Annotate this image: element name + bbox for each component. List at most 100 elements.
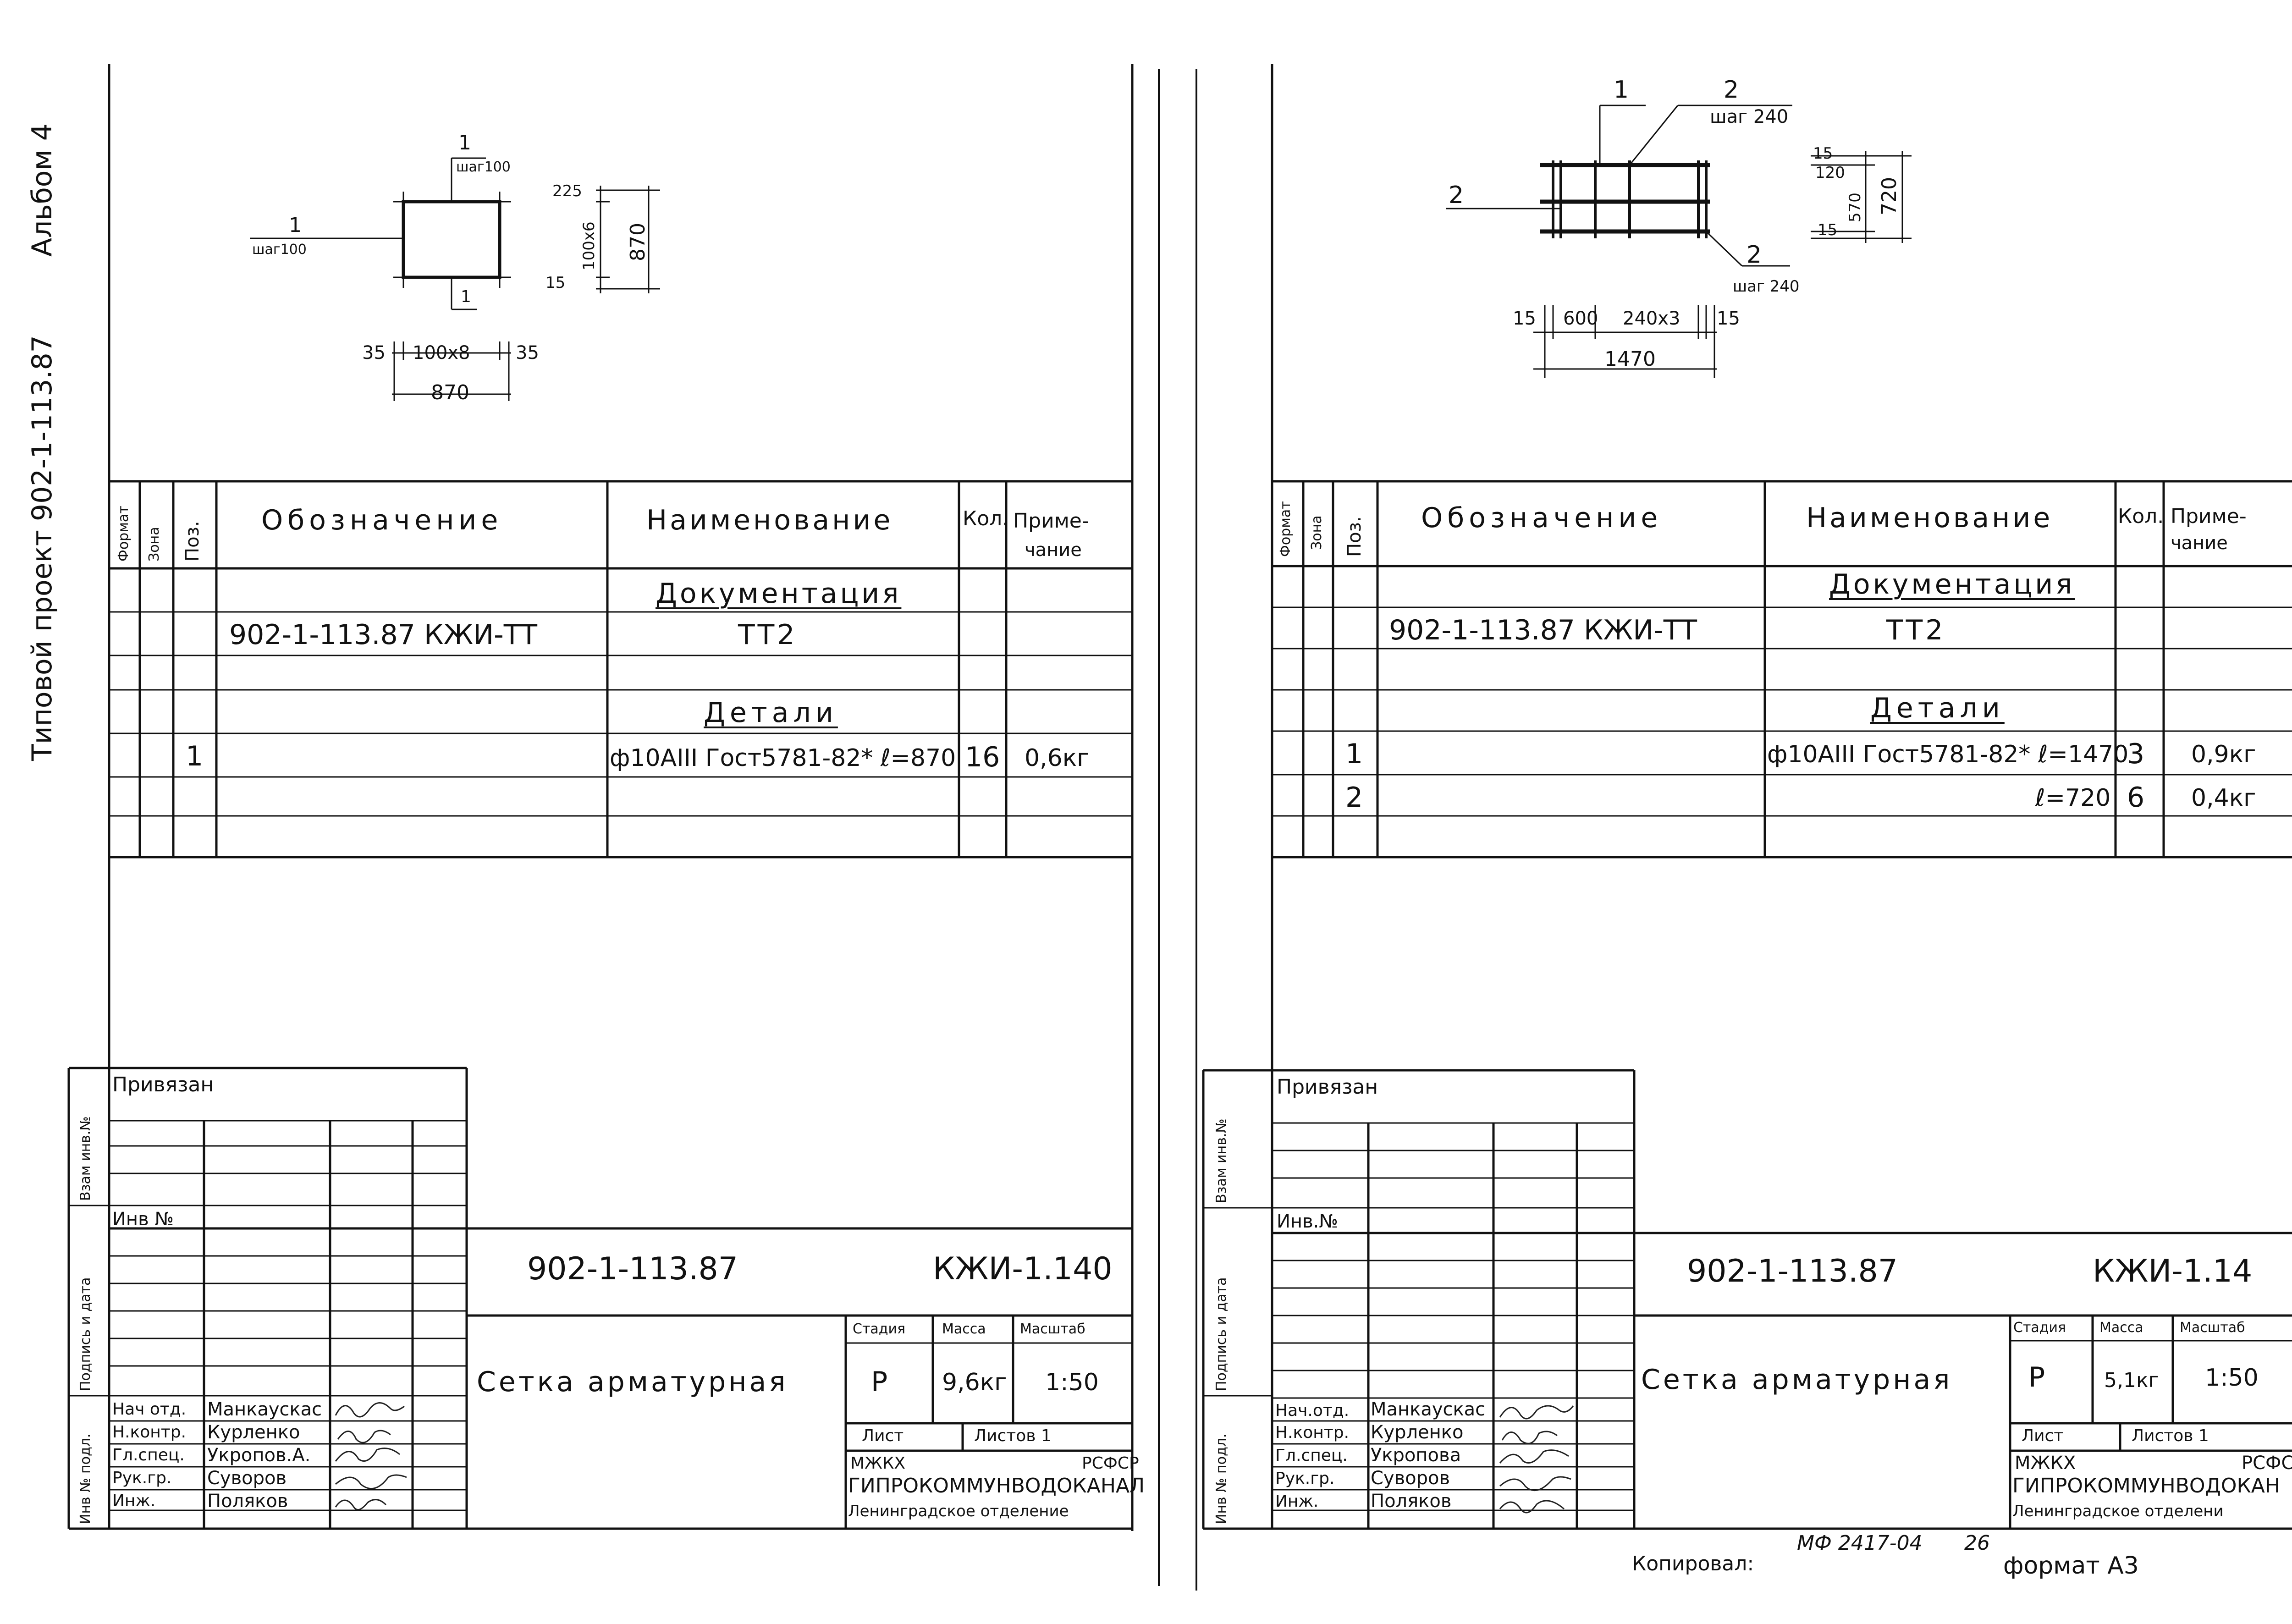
person-name: Поляков (207, 1491, 288, 1512)
spec-row-note: 0,9кг (2191, 741, 2256, 768)
sheet-label: Лист (862, 1426, 904, 1445)
role: Н.контр. (1275, 1423, 1350, 1442)
stage-value: Р (871, 1366, 888, 1398)
project-code: 902-1-113.87 (527, 1251, 738, 1287)
col-zone: Зона (146, 527, 162, 562)
side-label: Подпись и дата (77, 1277, 94, 1392)
col-designation: Обозначение (1421, 502, 1663, 534)
order-number: МФ 2417-04 (1797, 1531, 1923, 1555)
step-label: шаг 240 (1710, 106, 1789, 127)
dim-label: 15 (1813, 144, 1833, 163)
org-ministry: МЖКХ (850, 1454, 906, 1473)
pos-label: 2 (1724, 76, 1739, 104)
stage-value: Р (2028, 1361, 2045, 1393)
spec-row-qty: 16 (965, 741, 1000, 773)
dim-label: 120 (1815, 164, 1845, 182)
dim-label: 225 (552, 182, 582, 200)
person-name: Суворов (207, 1468, 287, 1489)
doc-name: ТТ2 (1886, 614, 1946, 646)
scale-label: Масштаб (1020, 1321, 1085, 1337)
person-name: Манкаускас (1371, 1399, 1486, 1420)
sheets-label: Листов 1 (974, 1426, 1052, 1445)
spec-row-pos: 1 (1345, 738, 1363, 770)
spec-row-name: ф10АIII Гост5781-82* ℓ=1470 (1767, 741, 2129, 768)
col-pos: Поз. (182, 521, 203, 562)
stage-label: Стадия (2013, 1320, 2066, 1336)
role: Гл.спец. (1275, 1446, 1348, 1465)
role: Нач.отд. (1275, 1401, 1350, 1420)
role: Рук.гр. (112, 1469, 172, 1487)
mass-value: 5,1кг (2104, 1369, 2159, 1392)
step-label: шаг 240 (1733, 277, 1800, 296)
pos-label: 1 (289, 214, 302, 237)
side-label: Инв № подл. (77, 1433, 94, 1524)
col-name: Наименование (646, 504, 893, 536)
dim-label: 570 (1846, 193, 1864, 222)
doc-designation: 902-1-113.87 КЖИ-ТТ (229, 619, 538, 651)
dim-label: 35 (516, 342, 539, 363)
role: Н.контр. (112, 1423, 187, 1442)
role: Рук.гр. (1275, 1469, 1335, 1488)
project-mark: Типовой проект 902-1-113.87 (26, 335, 58, 761)
step-label: шаг100 (252, 242, 307, 258)
col-note-2: чание (1025, 539, 1082, 561)
col-format: Формат (1278, 501, 1294, 557)
dim-label: 870 (431, 381, 469, 404)
dim-label: 35 (362, 342, 386, 363)
person-name: Суворов (1371, 1468, 1450, 1489)
sheets-label: Листов 1 (2132, 1426, 2209, 1445)
album-mark: Альбом 4 (26, 123, 58, 257)
pos-label: 1 (458, 131, 471, 154)
person-name: Укропов.А. (207, 1445, 311, 1466)
attached-label: Привязан (112, 1073, 214, 1096)
attached-label: Привязан (1277, 1075, 1378, 1099)
section-parts: Детали (1870, 692, 2005, 724)
dim-label: 870 (626, 223, 650, 261)
signatures-left (335, 1402, 407, 1511)
person-name: Поляков (1371, 1491, 1452, 1512)
dim-label: 15 (545, 274, 566, 292)
spec-row-pos: 2 (1345, 782, 1363, 814)
doc-code: КЖИ-1.140 (933, 1251, 1113, 1287)
dim-label: 100х6 (580, 221, 598, 270)
stage-label: Стадия (853, 1321, 906, 1337)
mass-label: Масса (2099, 1320, 2143, 1336)
spec-row-note: 0,4кг (2191, 784, 2256, 812)
dim-label: 15 (1818, 221, 1838, 239)
side-label: Взам инв.№ (77, 1116, 94, 1201)
project-code: 902-1-113.87 (1687, 1253, 1898, 1289)
spec-row-name: ℓ=720 (2035, 784, 2111, 812)
role: Гл.спец. (112, 1446, 185, 1464)
drawing-title: Сетка арматурная (477, 1366, 788, 1398)
mass-label: Масса (942, 1321, 986, 1337)
col-designation: Обозначение (261, 504, 503, 536)
pos-label: 2 (1747, 241, 1762, 269)
section-documentation: Документация (1829, 568, 2075, 600)
spec-row-pos: 1 (186, 740, 204, 772)
col-zone: Зона (1309, 515, 1325, 550)
sheet-number: 26 (1964, 1531, 1990, 1555)
dim-label: 100х8 (413, 342, 470, 363)
org-republic: РСФС (2242, 1453, 2292, 1474)
col-qty: Кол. (2118, 505, 2164, 528)
spec-row-qty: 3 (2127, 738, 2145, 770)
dim-label: 720 (1878, 177, 1901, 215)
scale-value: 1:50 (1045, 1369, 1099, 1396)
org-branch: Ленинградское отделени (2012, 1502, 2224, 1520)
person-name: Манкаускас (207, 1399, 322, 1420)
mesh-drawing-left (250, 157, 660, 401)
inv-no-label: Инв.№ (1277, 1211, 1338, 1232)
pos-label: 2 (1449, 182, 1464, 209)
side-label: Подпись и дата (1213, 1277, 1229, 1392)
col-name: Наименование (1806, 502, 2053, 534)
step-label: шаг100 (456, 159, 511, 175)
format-label: формат А3 (2003, 1552, 2139, 1580)
dim-label: 600 (1563, 308, 1598, 329)
org-ministry: МЖКХ (2015, 1453, 2076, 1474)
org-name: ГИПРОКОММУНВОДОКАН (2012, 1474, 2280, 1497)
person-name: Курленко (207, 1422, 300, 1443)
person-name: Курленко (1371, 1422, 1464, 1443)
dim-label: 15 (1717, 308, 1740, 329)
dim-label: 15 (1513, 308, 1536, 329)
